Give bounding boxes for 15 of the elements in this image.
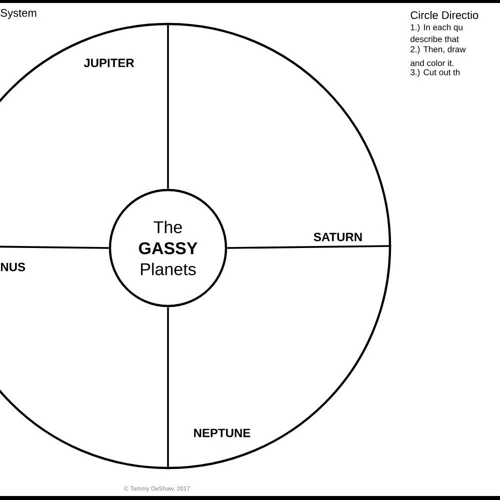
label-text: NUS (1, 262, 26, 272)
label-text: 1.) In each qu (410, 24, 462, 32)
label-text: 2.) Then, draw (410, 46, 466, 54)
spoke-line (0, 245, 109, 249)
label-text: 3.) Cut out th (410, 69, 460, 77)
label-text: describe that (410, 36, 459, 42)
spoke-line (167, 307, 169, 470)
label-text: Circle Directio (410, 10, 478, 20)
label-text: SATURN (314, 232, 362, 242)
label-text: System (0, 9, 36, 19)
spoke-line (227, 245, 392, 249)
label-text: JUPITER (84, 58, 134, 68)
label-text: and color it. (410, 60, 454, 66)
spoke-line (167, 22, 169, 189)
label-text: NEPTUNE (194, 428, 250, 438)
